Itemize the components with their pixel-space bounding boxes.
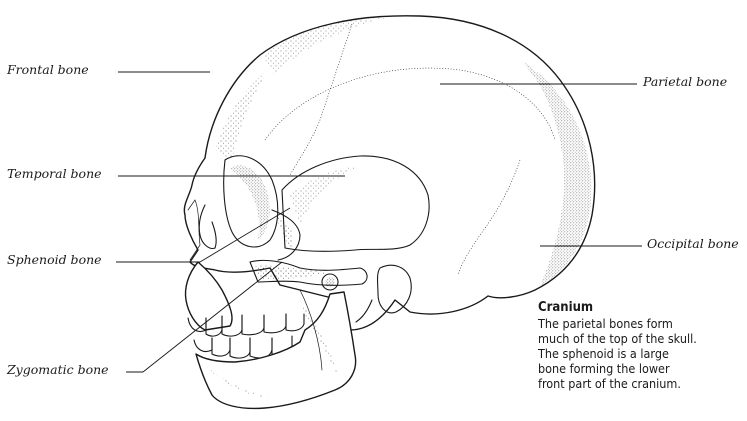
caption-body: The parietal bones form much of the top … bbox=[538, 316, 743, 391]
caption-line: bone forming the lower bbox=[538, 361, 743, 376]
caption-line: much of the top of the skull. bbox=[538, 331, 743, 346]
caption-line: front part of the cranium. bbox=[538, 376, 743, 391]
caption-line: The sphenoid is a large bbox=[538, 346, 743, 361]
caption-title: Cranium bbox=[538, 300, 743, 315]
label-zygomatic-bone: Zygomatic bone bbox=[7, 364, 109, 377]
label-sphenoid-bone: Sphenoid bone bbox=[7, 254, 102, 267]
label-temporal-bone: Temporal bone bbox=[7, 168, 102, 181]
label-frontal-bone: Frontal bone bbox=[7, 64, 89, 77]
label-occipital-bone: Occipital bone bbox=[647, 238, 739, 251]
cranium-caption: Cranium The parietal bones form much of … bbox=[538, 300, 743, 391]
caption-line: The parietal bones form bbox=[538, 316, 743, 331]
label-parietal-bone: Parietal bone bbox=[643, 76, 727, 89]
